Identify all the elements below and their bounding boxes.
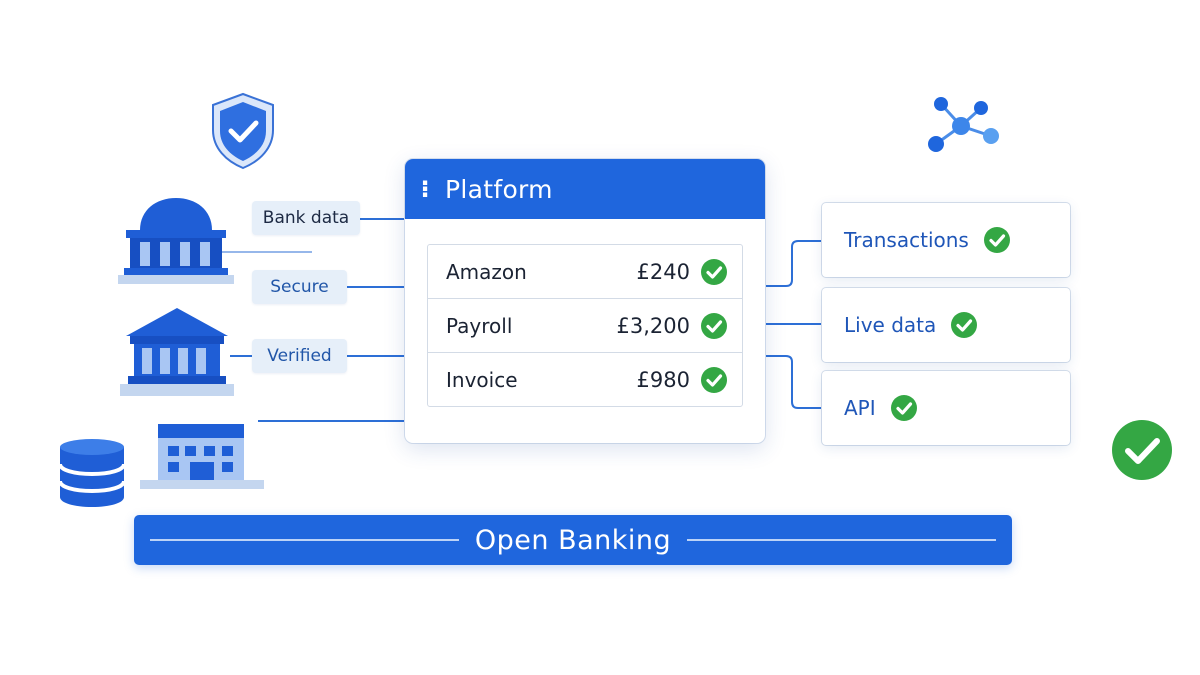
shield-check-icon [212,92,274,170]
check-circle-icon [890,395,917,421]
transaction-amount: £240 [636,259,690,284]
platform-header: ⁝ Platform [405,159,765,219]
office-building-icon [140,424,264,489]
connector-api [765,355,822,409]
network-nodes-icon [928,97,999,152]
table-row[interactable]: Amazon £240 [428,245,742,299]
tag-bank-data: Bank data [252,201,360,235]
table-row[interactable]: Payroll £3,200 [428,299,742,353]
transaction-name: Amazon [446,259,527,284]
vertical-dots-icon[interactable]: ⁝ [420,175,430,203]
tag-verified: Verified [252,339,347,373]
transaction-amount: £980 [636,367,690,392]
output-card-live-data[interactable]: Live data [822,288,1070,362]
check-circle-icon [701,366,727,393]
output-label: Transactions [844,228,969,252]
bank-dome-icon [118,198,234,284]
bank-building-icon [120,308,234,396]
check-circle-icon [951,312,978,338]
open-banking-bar: Open Banking [134,515,1012,565]
database-icon [58,439,126,507]
check-circle-icon [983,227,1010,253]
output-label: API [844,396,876,420]
output-label: Live data [844,313,937,337]
open-banking-title: Open Banking [474,524,672,556]
divider-line [150,539,459,541]
check-circle-icon [701,258,727,285]
check-circle-icon [701,312,727,339]
output-card-api[interactable]: API [822,371,1070,445]
transaction-amount: £3,200 [616,313,690,338]
output-card-transactions[interactable]: Transactions [822,203,1070,277]
transaction-name: Invoice [446,367,518,392]
platform-title: Platform [445,174,553,204]
check-circle-icon [1112,420,1172,480]
divider-line [687,539,997,541]
table-row[interactable]: Invoice £980 [428,353,742,406]
connector-transactions [765,240,822,287]
transaction-name: Payroll [446,313,513,338]
platform-panel: ⁝ Platform Amazon £240 Payroll £3,200 In… [405,159,765,443]
transactions-table: Amazon £240 Payroll £3,200 Invoice £980 [427,244,743,407]
tag-secure: Secure [252,270,347,304]
